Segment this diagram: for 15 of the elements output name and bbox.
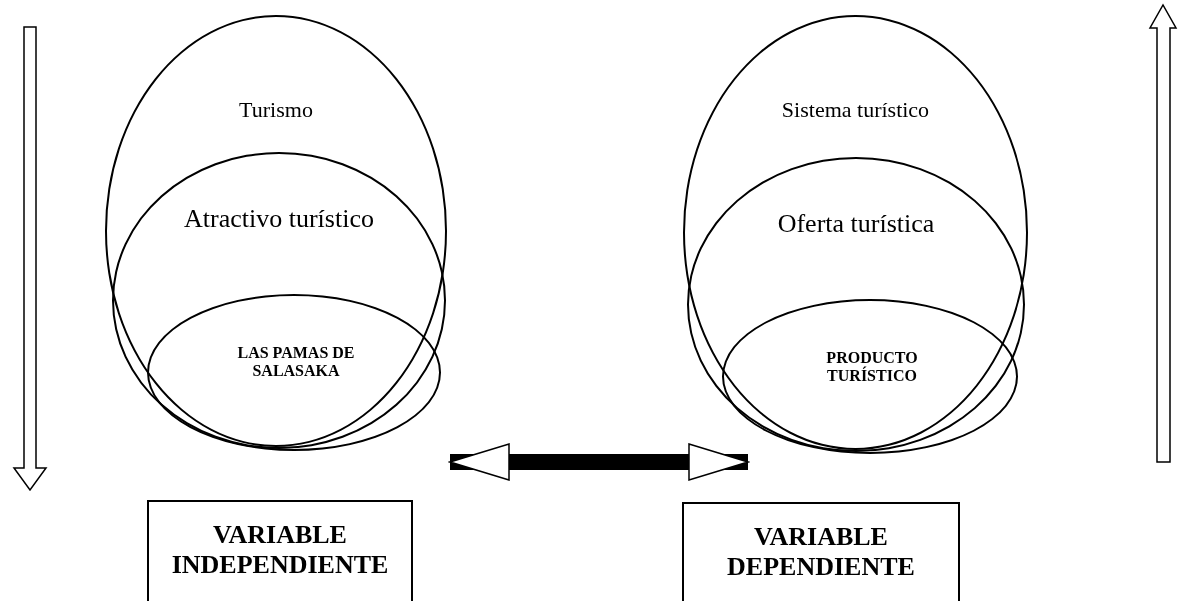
inner-ellipse xyxy=(722,299,1018,454)
variable-label: VARIABLE INDEPENDIENTE xyxy=(170,520,390,580)
circle-label: LAS PAMAS DE SALASAKA xyxy=(236,344,356,381)
inner-ellipse xyxy=(147,294,441,451)
circle-label: Atractivo turístico xyxy=(183,204,375,234)
circle-label: Oferta turística xyxy=(776,209,936,239)
variable-box xyxy=(147,500,413,601)
variable-label: VARIABLE DEPENDIENTE xyxy=(726,522,916,582)
middle-circle xyxy=(687,157,1025,452)
circle-label: Sistema turístico xyxy=(780,97,931,123)
double-arrow xyxy=(449,443,749,481)
circle-label: PRODUCTO TURÍSTICO xyxy=(825,349,919,386)
circle-label: Turismo xyxy=(238,97,314,123)
variable-box xyxy=(682,502,960,601)
middle-circle xyxy=(112,152,446,449)
